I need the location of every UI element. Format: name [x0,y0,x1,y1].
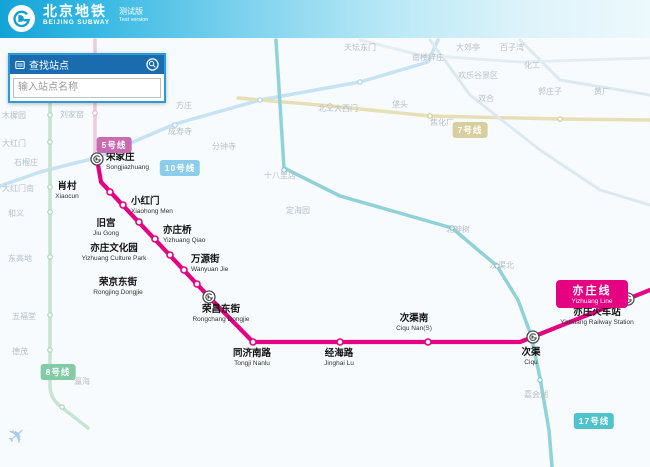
station-marker-tongjinanlu[interactable] [249,338,257,346]
search-panel-title: 查找站点 [29,61,69,72]
station-marker-xiaohongmen[interactable] [119,201,127,209]
station-search-panel: 查找站点 [8,53,166,103]
version-block: 测试版 Test version [119,7,148,23]
station-marker-ciqu[interactable] [526,330,540,344]
yizhuang-terminus-badge: 亦庄线 Yizhuang Line [556,280,628,308]
app-title: 北京地铁 [43,3,107,19]
station-marker-rongjingdongjie[interactable] [193,280,201,288]
yizhuang-line-path [94,156,650,345]
station-marker-wanyuanjie[interactable] [180,266,188,274]
station-marker-wenhuayuan[interactable] [166,251,174,259]
terminus-badge-en: Yizhuang Line [571,298,613,305]
station-marker-jinghailu[interactable] [336,338,344,346]
station-marker-xiaocun[interactable] [106,188,114,196]
station-markers [90,152,635,346]
station-marker-songjiazhuang[interactable] [90,152,104,166]
app-title-block: 北京地铁 BEIJING SUBWAY [43,3,110,27]
search-panel-header: 查找站点 [10,55,164,74]
station-marker-ciqunan[interactable] [424,338,432,346]
search-button[interactable] [146,58,159,71]
terminus-badge-zh: 亦庄线 [572,285,612,297]
station-list-icon [15,60,25,69]
station-marker-yizhuangqiao[interactable] [151,235,159,243]
station-marker-jiugong[interactable] [135,218,143,226]
search-input-row [10,74,164,101]
station-search-input[interactable] [13,77,161,98]
station-marker-rongchangdongjie[interactable] [202,290,216,304]
app-subtitle: BEIJING SUBWAY [43,19,110,27]
beijing-subway-logo-icon [8,5,35,32]
version-label: 测试版 [118,7,143,16]
app-header: 北京地铁 BEIJING SUBWAY 测试版 Test version [0,0,650,38]
background-lines [0,38,650,467]
version-sublabel: Test version [118,16,149,23]
